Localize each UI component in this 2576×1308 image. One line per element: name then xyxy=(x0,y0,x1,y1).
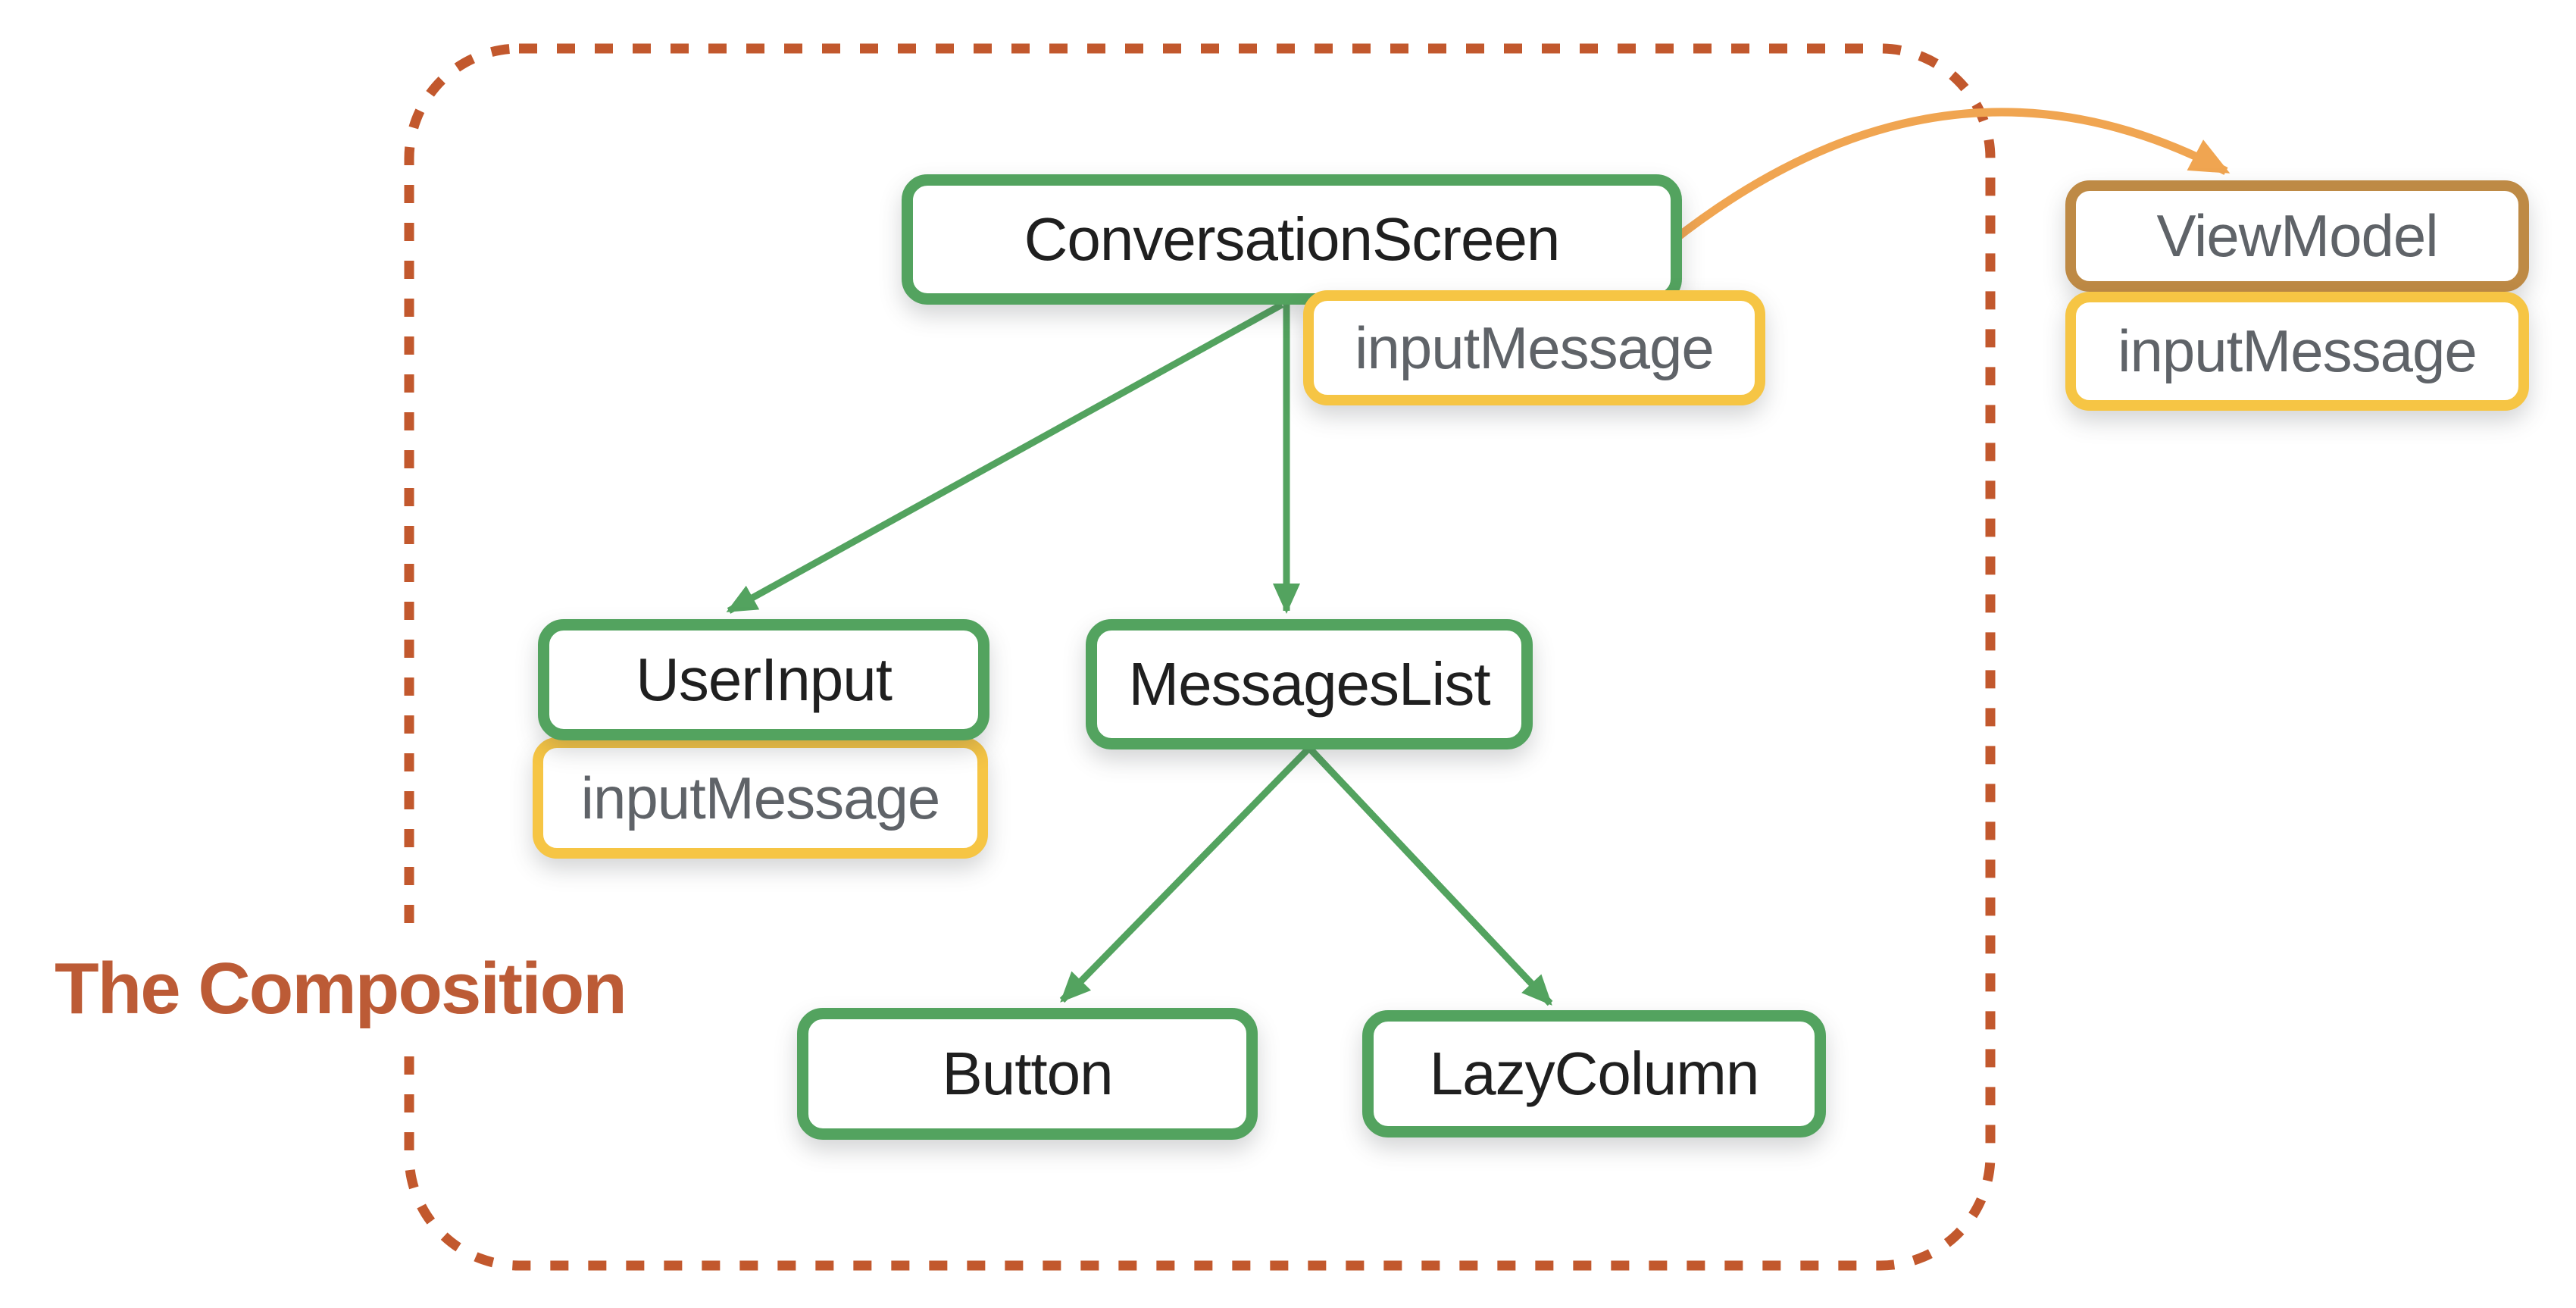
node-button: Button xyxy=(797,1008,1258,1140)
node-view-model-label: ViewModel xyxy=(2156,202,2438,269)
node-view-model-state-label: inputMessage xyxy=(2118,318,2478,384)
node-user-input: UserInput xyxy=(538,619,989,740)
node-user-input-state: inputMessage xyxy=(533,737,988,859)
composition-boundary xyxy=(404,43,1996,1271)
node-view-model: ViewModel xyxy=(2065,180,2529,292)
node-lazy-column: LazyColumn xyxy=(1362,1010,1826,1137)
node-messages-list-label: MessagesList xyxy=(1128,650,1490,718)
edge-messageslist-lazycolumn-head xyxy=(1306,745,1553,1006)
node-conversation-screen-state-label: inputMessage xyxy=(1355,314,1715,381)
composition-title: The Composition xyxy=(30,929,650,1049)
node-conversation-screen: ConversationScreen xyxy=(902,174,1682,305)
node-lazy-column-label: LazyColumn xyxy=(1429,1040,1760,1107)
node-button-label: Button xyxy=(942,1040,1113,1107)
edge-messageslist-button xyxy=(1059,745,1312,1003)
node-conversation-screen-state: inputMessage xyxy=(1303,290,1765,405)
node-user-input-label: UserInput xyxy=(636,646,893,713)
node-view-model-state: inputMessage xyxy=(2065,292,2529,411)
edge-conversationscreen-viewmodel xyxy=(1668,108,2231,246)
edge-conversationscreen-userinput xyxy=(726,302,1284,614)
node-conversation-screen-label: ConversationScreen xyxy=(1024,205,1561,273)
node-user-input-state-label: inputMessage xyxy=(580,764,941,831)
node-messages-list: MessagesList xyxy=(1086,619,1533,749)
